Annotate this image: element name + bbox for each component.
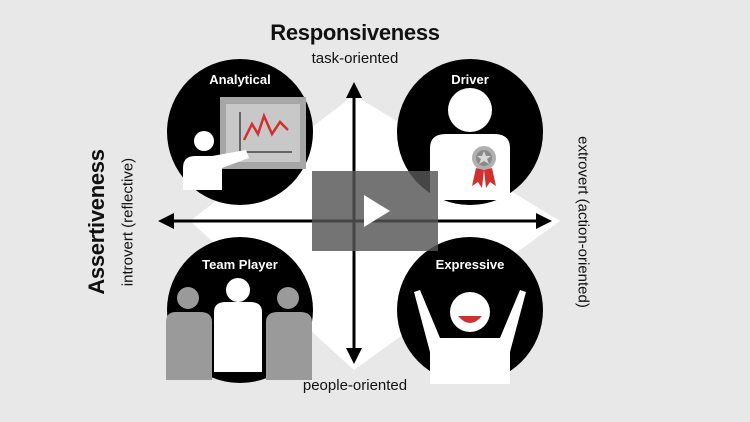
assertiveness-title: Assertiveness	[84, 149, 109, 295]
person-award-icon	[430, 88, 510, 200]
play-button[interactable]	[312, 171, 438, 251]
responsiveness-title: Responsiveness	[270, 20, 440, 45]
group-icon	[166, 278, 312, 380]
extrovert-label: extrovert (action-oriented)	[574, 136, 592, 308]
cheering-person-icon	[414, 290, 526, 384]
people-oriented-label: people-oriented	[302, 377, 408, 394]
quadrant-label-expressive: Expressive	[435, 257, 505, 272]
quadrant-label-team-player: Team Player	[202, 257, 278, 272]
play-icon	[364, 195, 390, 227]
quadrant-label-driver: Driver	[451, 72, 489, 87]
quadrant-label-analytical: Analytical	[209, 72, 271, 87]
presenter-chart-icon	[183, 97, 306, 190]
introvert-label: introvert (reflective)	[119, 157, 137, 287]
task-oriented-label: task-oriented	[311, 50, 399, 67]
